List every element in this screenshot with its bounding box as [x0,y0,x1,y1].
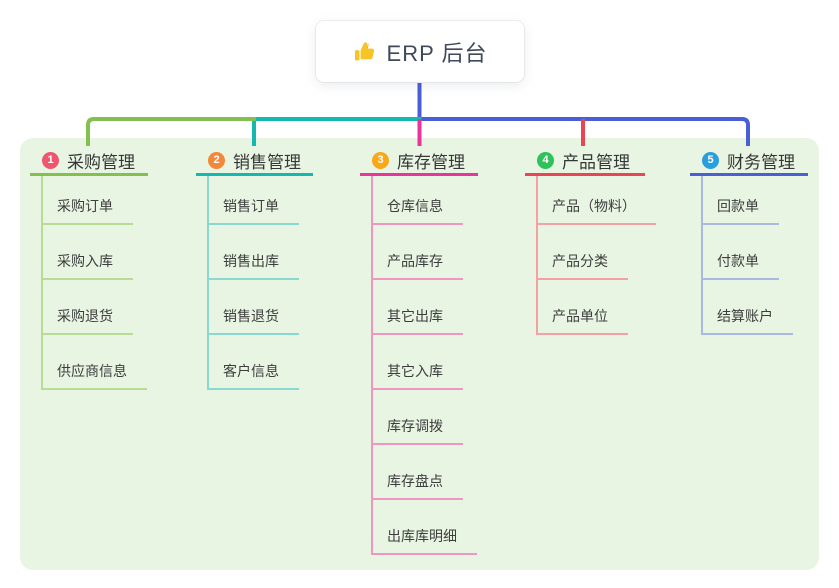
branch-topic-label: 库存管理 [397,152,465,172]
branch-5: 5 财务管理回款单付款单结算账户 [690,147,808,335]
child-topic[interactable]: 其它出库 [373,306,463,335]
branch-children: 产品（物料） 产品分类产品单位 [536,176,656,335]
child-row: 采购订单 [43,176,148,225]
priority-badge: 5 [702,151,719,169]
child-topic[interactable]: 库存调拨 [373,416,463,445]
thumbs-up-icon [353,40,377,64]
priority-badge: 2 [208,151,225,169]
child-row: 回款单 [703,176,808,225]
child-row: 采购入库 [43,225,148,280]
branch-topic[interactable]: 1 采购管理 [30,147,148,176]
branch-1: 1 采购管理采购订单采购入库采购退货供应商信息 [30,147,148,390]
child-topic[interactable]: 产品（物料） [538,196,656,225]
child-row: 出库库明细 [373,500,478,555]
child-row: 库存调拨 [373,390,478,445]
branch-3: 3 库存管理仓库信息产品库存其它出库其它入库库存调拨库存盘点出库库明细 [360,147,478,555]
child-topic[interactable]: 结算账户 [703,306,793,335]
branch-children: 回款单付款单结算账户 [701,176,808,335]
child-row: 产品分类 [538,225,645,280]
child-row: 销售退货 [209,280,313,335]
branch-topic-label: 销售管理 [233,152,301,172]
branch-topic-label: 财务管理 [727,152,795,172]
child-topic[interactable]: 回款单 [703,196,779,225]
priority-badge: 1 [42,151,59,169]
branch-4: 4 产品管理产品（物料） 产品分类产品单位 [525,147,656,335]
child-topic[interactable]: 销售订单 [209,196,299,225]
child-topic[interactable]: 出库库明细 [373,526,477,555]
child-topic[interactable]: 付款单 [703,251,779,280]
branch-topic-label: 采购管理 [67,152,135,172]
child-topic[interactable]: 销售出库 [209,251,299,280]
child-topic[interactable]: 供应商信息 [43,361,147,390]
child-row: 采购退货 [43,280,148,335]
child-row: 其它入库 [373,335,478,390]
child-row: 产品单位 [538,280,645,335]
branch-topic[interactable]: 2 销售管理 [196,147,313,176]
child-topic[interactable]: 产品分类 [538,251,628,280]
child-topic[interactable]: 其它入库 [373,361,463,390]
child-topic[interactable]: 仓库信息 [373,196,463,225]
child-row: 产品库存 [373,225,478,280]
branch-topic[interactable]: 5 财务管理 [690,147,808,176]
child-row: 销售订单 [209,176,313,225]
child-topic[interactable]: 客户信息 [209,361,299,390]
branch-children: 采购订单采购入库采购退货供应商信息 [41,176,148,390]
child-topic[interactable]: 库存盘点 [373,471,463,500]
child-row: 付款单 [703,225,808,280]
child-topic[interactable]: 采购退货 [43,306,133,335]
branch-topic[interactable]: 4 产品管理 [525,147,645,176]
child-row: 结算账户 [703,280,808,335]
child-row: 其它出库 [373,280,478,335]
child-row: 供应商信息 [43,335,148,390]
root-topic[interactable]: ERP 后台 [316,21,524,82]
priority-badge: 4 [537,151,554,169]
root-topic-label: ERP 后台 [386,40,488,66]
branch-topic[interactable]: 3 库存管理 [360,147,478,176]
child-row: 库存盘点 [373,445,478,500]
child-topic[interactable]: 采购订单 [43,196,133,225]
child-row: 销售出库 [209,225,313,280]
branch-children: 仓库信息产品库存其它出库其它入库库存调拨库存盘点出库库明细 [371,176,478,555]
branch-topic-label: 产品管理 [562,152,630,172]
child-topic[interactable]: 采购入库 [43,251,133,280]
branch-2: 2 销售管理销售订单销售出库销售退货客户信息 [196,147,313,390]
priority-badge: 3 [372,151,389,169]
child-row: 产品（物料） [538,176,656,225]
child-topic[interactable]: 产品库存 [373,251,463,280]
branch-children: 销售订单销售出库销售退货客户信息 [207,176,313,390]
child-topic[interactable]: 产品单位 [538,306,628,335]
child-topic[interactable]: 销售退货 [209,306,299,335]
child-row: 仓库信息 [373,176,478,225]
child-row: 客户信息 [209,335,313,390]
